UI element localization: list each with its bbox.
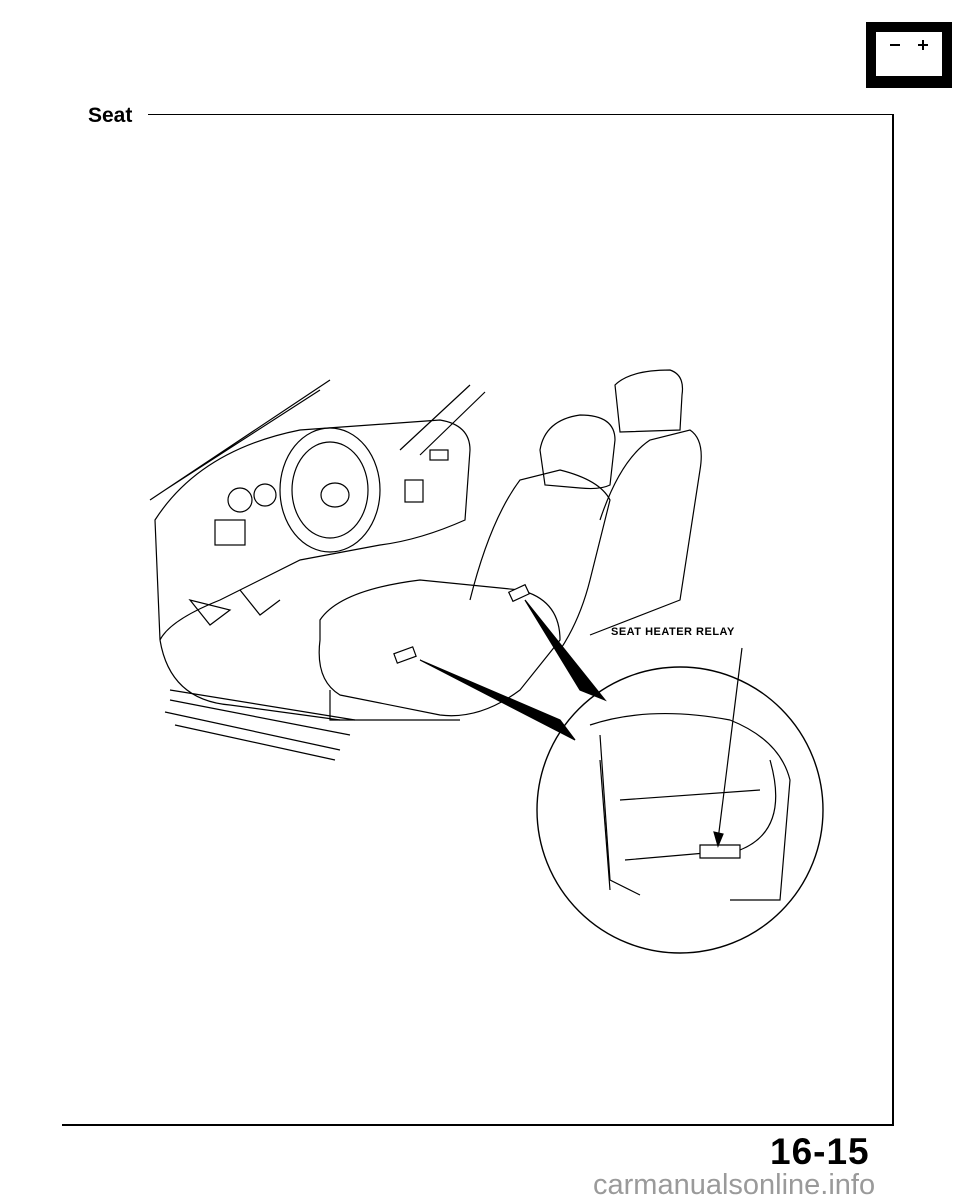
seat-heater-relay-label: SEAT HEATER RELAY <box>611 626 735 638</box>
section-title: Seat <box>88 104 133 127</box>
watermark: carmanualsonline.info <box>593 1169 876 1201</box>
battery-icon <box>866 22 952 88</box>
page-number: 16-15 <box>770 1131 870 1172</box>
header-rule <box>148 114 894 115</box>
frame-bottom-rule <box>62 1124 894 1126</box>
frame-right-rule <box>892 114 894 1126</box>
